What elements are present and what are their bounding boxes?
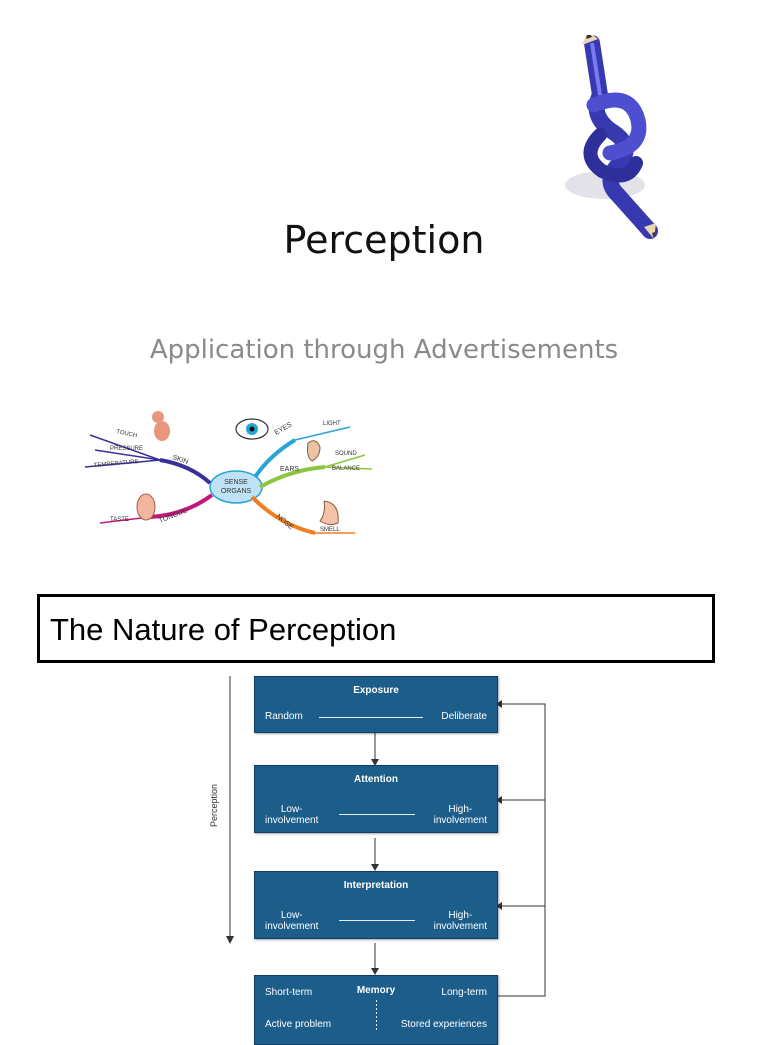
stage-memory-box: Memory Short-term Long-term Active probl… (254, 975, 498, 1045)
stage-memory-title: Memory (356, 985, 396, 996)
mindmap-branch-tongue: TONGUE (158, 507, 189, 525)
stage-interpretation-right: High- involvement (433, 910, 487, 932)
sense-organs-mindmap: SENSE ORGANS SKIN TOUCH PRESSURE TEMPERA… (84, 411, 373, 535)
mindmap-center-label-2: ORGANS (221, 488, 252, 495)
stage-interpretation-rule (339, 920, 415, 921)
mindmap-leaf-light: LIGHT (323, 421, 341, 427)
mindmap-leaf-temperature: TEMPERATURE (94, 459, 139, 469)
slide-2-title-box (37, 594, 715, 663)
stage-interpretation-left: Low- involvement (265, 910, 319, 932)
stage-attention-title: Attention (354, 774, 398, 785)
slide-2-title: The Nature of Perception (50, 612, 397, 647)
mindmap-branch-ears: EARS (280, 466, 299, 473)
knotted-pencil-illustration (565, 35, 658, 239)
mindmap-branch-skin: SKIN (171, 454, 189, 466)
stage-memory-right: Long-term (441, 987, 487, 998)
stage-memory-sub-left: Active problem (265, 1019, 332, 1030)
mindmap-leaf-balance: BALANCE (332, 466, 360, 472)
stage-memory-left: Short-term (265, 987, 313, 998)
stage-attention-left: Low- involvement (265, 804, 319, 826)
flow-connectors (371, 700, 546, 997)
stage-exposure-right: Deliberate (441, 711, 487, 722)
stage-memory-divider (376, 1000, 377, 1030)
stage-exposure-box: Exposure Random Deliberate (254, 676, 498, 733)
stage-exposure-rule (319, 717, 423, 718)
stage-memory-sub-right: Stored experiences (400, 1019, 487, 1030)
slide-1: Perception Application through Advertise… (84, 35, 658, 535)
perception-axis-arrow (226, 676, 234, 944)
mindmap-leaf-pressure: PRESSURE (110, 446, 143, 452)
mindmap-branch-nose: NOSE (275, 513, 295, 531)
stage-attention-box: Attention Low- involvement High- involve… (254, 765, 498, 833)
stage-exposure-left: Random (265, 711, 303, 722)
stage-attention-rule (339, 814, 415, 815)
stage-interpretation-title: Interpretation (343, 880, 409, 891)
stage-exposure-title: Exposure (353, 685, 399, 696)
mindmap-center-label-1: SENSE (224, 479, 248, 486)
slide-title: Perception (283, 218, 485, 262)
mindmap-branch-eyes: EYES (274, 421, 294, 437)
mindmap-leaf-sound: SOUND (335, 451, 357, 457)
mindmap-leaf-smell: SMELL (320, 527, 340, 533)
perception-axis-label: Perception (209, 783, 219, 827)
stage-interpretation-box: Interpretation Low- involvement High- in… (254, 871, 498, 939)
mindmap-leaf-taste: TASTE (110, 517, 129, 523)
stage-attention-right: High- involvement (433, 804, 487, 826)
mindmap-leaf-touch: TOUCH (116, 429, 138, 439)
slide-subtitle: Application through Advertisements (149, 335, 619, 365)
